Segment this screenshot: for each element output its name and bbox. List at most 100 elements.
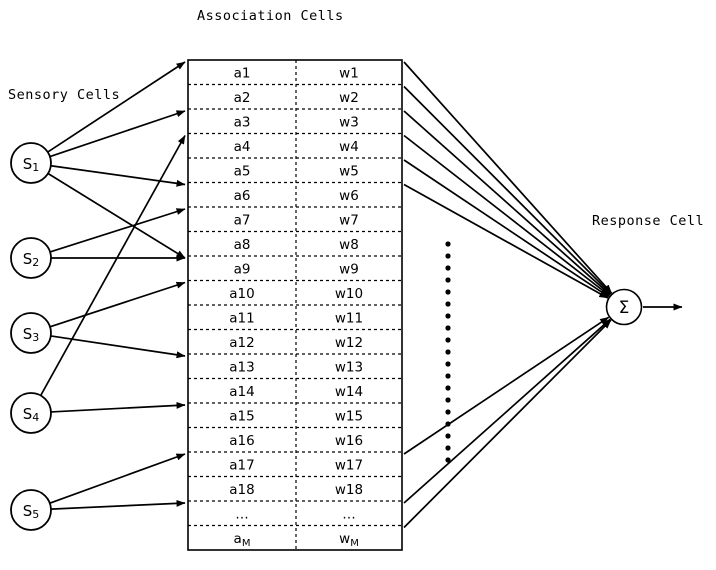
ellipsis-dot (445, 289, 451, 295)
ellipsis-dot (445, 313, 451, 319)
ellipsis-dot (445, 253, 451, 259)
table-cell-activation: a2 (234, 90, 251, 106)
ellipsis-dot (445, 409, 451, 415)
sensory-association-arrow (49, 281, 186, 328)
table-cell-activation: a15 (229, 408, 254, 424)
table-cell-weight: w5 (339, 163, 359, 179)
table-cell-activation: a10 (229, 286, 254, 302)
table-cell-weight: w4 (339, 139, 359, 155)
sensory-cell-label: S4 (23, 405, 40, 425)
response-cell-circle (605, 288, 643, 326)
vertical-ellipsis-dots (445, 241, 451, 463)
response-cell-symbol: Σ (619, 298, 630, 318)
table-cell-activation: a17 (229, 457, 254, 473)
table-cell-activation: a6 (234, 188, 251, 204)
table-cell-weight: w12 (335, 335, 363, 351)
table-cell-weight: w14 (335, 384, 363, 400)
association-response-arrow (403, 316, 610, 455)
table-cell-weight: w9 (339, 261, 359, 277)
association-response-arrow (403, 134, 610, 297)
sensory-cell-circle (10, 142, 52, 184)
table-cell-weight: w15 (335, 408, 363, 424)
table-cell-weight: w16 (335, 433, 363, 449)
sensory-association-arrow (49, 208, 186, 253)
ellipsis-dot (445, 241, 451, 247)
association-cells-table: a1 w1 a2 w2 a3 w3 a4 w4 a5 w5 a6 w6 a7 w7 a8 w8 a9 w9 a10 w… (187, 59, 403, 551)
table-cell-activation: a11 (229, 310, 254, 326)
association-response-arrow (403, 85, 612, 295)
ellipsis-dot (445, 349, 451, 355)
ellipsis-dot (445, 457, 451, 463)
table-cell-activation: a14 (229, 384, 254, 400)
table-cell-activation: a8 (234, 237, 251, 253)
table-cell-activation: a3 (234, 114, 251, 130)
association-response-arrow (403, 159, 610, 298)
table-cell-activation: … (235, 506, 249, 522)
table-cell-weight: wM (339, 531, 359, 549)
table-cell-activation: a12 (229, 335, 254, 351)
table-cell-weight: w7 (339, 212, 359, 228)
table-cell-activation: a13 (229, 359, 254, 375)
response-cell: Σ (605, 288, 683, 326)
ellipsis-dot (445, 265, 451, 271)
table-cell-activation: aM (234, 531, 251, 549)
ellipsis-dot (445, 361, 451, 367)
sensory-association-arrow (47, 172, 186, 259)
table-cell-weight: w17 (335, 457, 363, 473)
sensory-association-arrow (50, 401, 186, 413)
table-cell-activation: a9 (234, 261, 251, 277)
association-cells-title: Association Cells (197, 8, 344, 24)
table-cell-weight: w6 (339, 188, 359, 204)
association-response-arrow (403, 319, 612, 529)
table-cell-weight: w8 (339, 237, 359, 253)
table-cell-weight: w11 (335, 310, 363, 326)
sensory-cell-circle (10, 237, 52, 279)
table-cell-weight: w18 (335, 482, 363, 498)
ellipsis-dot (445, 337, 451, 343)
table-cell-weight: w3 (339, 114, 359, 130)
table-cell-weight: w1 (339, 65, 359, 81)
sensory-association-arrow (50, 164, 186, 187)
association-response-arrow (403, 110, 611, 296)
association-to-response-edges (403, 61, 613, 529)
sensory-association-arrow (49, 453, 186, 504)
ellipsis-dot (445, 421, 451, 427)
sensory-association-arrow (50, 499, 186, 510)
table-cell-activation: a1 (234, 65, 251, 81)
table-cell-activation: a18 (229, 482, 254, 498)
sensory-cell-label: S3 (23, 325, 40, 345)
sensory-cell-label: S5 (23, 502, 40, 522)
association-response-arrow (403, 318, 611, 504)
sensory-association-arrow (47, 61, 186, 153)
table-cell-weight: w10 (335, 286, 363, 302)
table-cell-weight: w2 (339, 90, 359, 106)
table-cell-activation: a4 (234, 139, 251, 155)
ellipsis-dot (445, 433, 451, 439)
ellipsis-dot (445, 301, 451, 307)
ellipsis-dot (445, 325, 451, 331)
sensory-to-association-edges (39, 61, 186, 510)
ellipsis-dot (445, 373, 451, 379)
sensory-association-arrow (39, 135, 186, 396)
sensory-cell-circle (10, 312, 52, 354)
table-cell-weight: … (342, 506, 356, 522)
association-response-arrow (403, 61, 613, 294)
ellipsis-dot (445, 445, 451, 451)
association-response-arrow (403, 183, 609, 299)
sensory-association-arrow (50, 335, 186, 359)
table-cell-activation: a16 (229, 433, 254, 449)
sensory-cell-circle (10, 489, 52, 531)
sensory-cell-label: S2 (23, 250, 40, 270)
table-cell-activation: a7 (234, 212, 251, 228)
response-cell-label: Response Cell (592, 213, 705, 229)
sensory-cells-label: Sensory Cells (8, 87, 121, 103)
ellipsis-dot (445, 397, 451, 403)
table-cell-weight: w13 (335, 359, 363, 375)
sensory-association-arrow (49, 110, 186, 158)
ellipsis-dot (445, 277, 451, 283)
table-cell-activation: a5 (234, 163, 251, 179)
sensory-cell-label: S1 (23, 155, 40, 175)
